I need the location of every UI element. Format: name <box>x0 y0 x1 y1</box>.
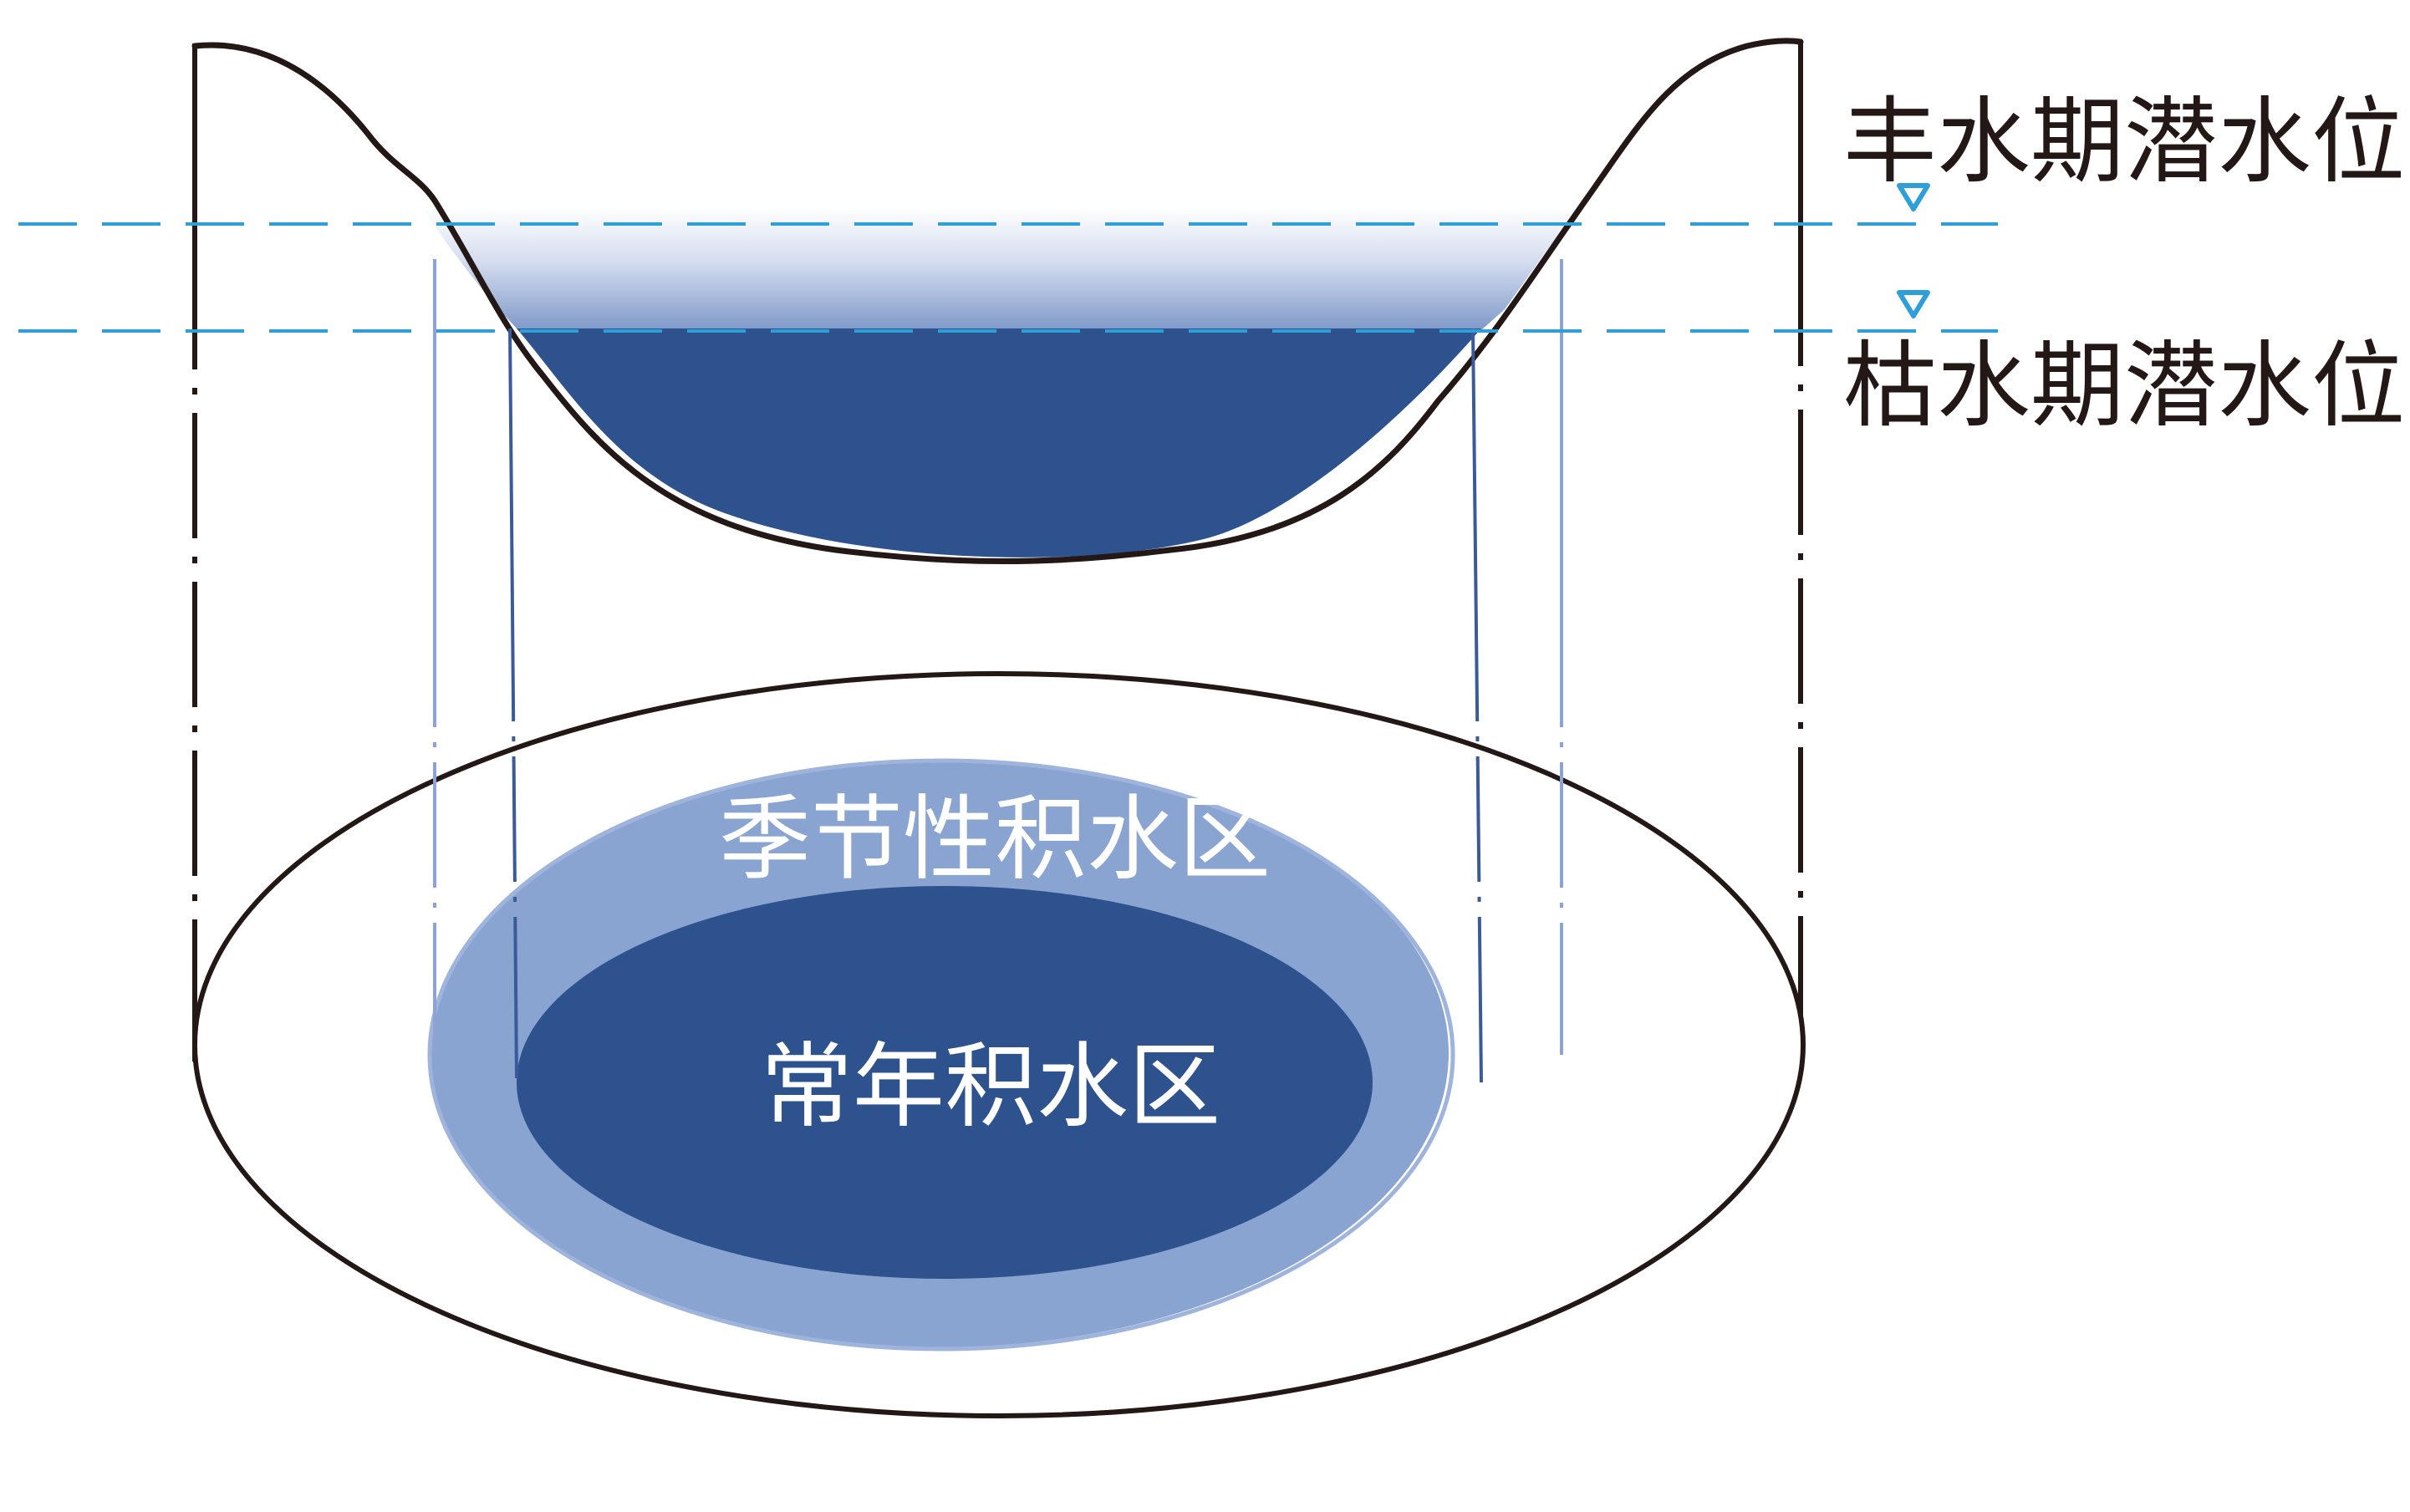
perennial-zone-ellipse <box>517 886 1373 1279</box>
seasonal-zone-label: 季节性积水区 <box>719 786 1271 893</box>
low-water-level-triangle-icon <box>1897 290 1930 318</box>
basin-cross-section-outline <box>191 38 1804 564</box>
high-water-level-triangle-icon <box>1897 183 1930 211</box>
guide-line-dark-right <box>1471 328 1483 1083</box>
low-water-table-label: 枯水期潜水位 <box>1843 332 2405 440</box>
perennial-zone-label: 常年积水区 <box>761 1033 1220 1140</box>
guide-line-dark-left <box>508 328 518 1079</box>
high-water-table-label: 丰水期潜水位 <box>1843 88 2405 196</box>
seasonal-zone-ellipse-edge <box>427 758 1455 1352</box>
cross-section-seasonal-water <box>422 207 1588 330</box>
cross-section-perennial-water <box>517 328 1481 557</box>
